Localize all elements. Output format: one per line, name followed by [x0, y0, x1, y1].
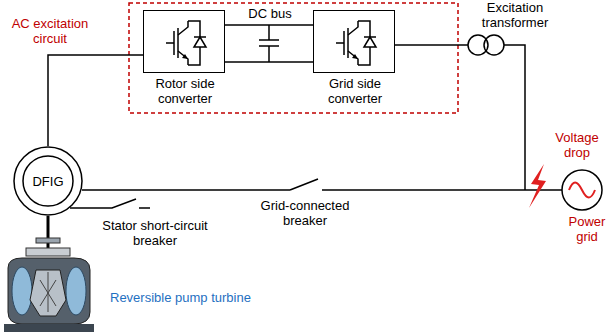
diode-symbol [364, 37, 376, 47]
bus-label: DC bus [240, 6, 300, 21]
igbt-stroke [177, 28, 179, 58]
rotor-ring [23, 156, 73, 206]
igbt-symbol [314, 11, 393, 71]
igbt-symbol [144, 11, 223, 71]
transformer-winding [468, 35, 488, 55]
machine-label: Reversible pump turbine [110, 290, 310, 305]
runner-blades [40, 272, 56, 312]
draft-tube [4, 324, 94, 332]
sine-symbol [569, 183, 595, 198]
component-label: Grid-connected breaker [250, 198, 360, 228]
igbt-stroke [347, 28, 349, 58]
source-label: Power grid [562, 214, 612, 244]
pump-turbine-casing [8, 258, 90, 324]
runner [30, 270, 66, 316]
grid-breaker-wire [82, 179, 562, 190]
stator-breaker-switch [70, 199, 150, 208]
grid-source [562, 170, 602, 210]
igbt-stroke [166, 31, 174, 55]
transformer-winding [484, 35, 504, 55]
igbt-stroke [348, 21, 358, 35]
component-label: Excitation transformer [470, 0, 560, 30]
diode-symbol [194, 37, 206, 47]
wire [504, 45, 525, 190]
lightning-bolt [529, 164, 546, 208]
spiral-case [66, 267, 86, 315]
stator-ring [14, 147, 82, 215]
node-label: DFIG [32, 174, 63, 189]
emitter-arrow [182, 54, 188, 59]
spiral-case [12, 267, 32, 315]
generator-circle: DFIG [13, 146, 83, 216]
component-label: Stator short-circuit breaker [100, 218, 210, 248]
turbine-head [26, 248, 70, 256]
converter-box: Grid side converter [313, 10, 395, 73]
igbt-stroke [336, 31, 344, 55]
node-label: Grid side converter [315, 76, 395, 106]
emitter-arrow [352, 54, 358, 59]
igbt-stroke [178, 51, 188, 65]
wire-connector [225, 24, 313, 26]
node-label: Rotor side converter [145, 76, 225, 106]
coupling-flange [36, 238, 60, 243]
wire [395, 44, 468, 46]
converter-box: Rotor side converter [143, 10, 225, 73]
capacitor-symbol [259, 25, 279, 62]
region-label: AC excitation circuit [4, 16, 96, 46]
wire-connector [48, 55, 143, 146]
igbt-stroke [178, 21, 188, 35]
fault-label: Voltage drop [545, 130, 609, 160]
excitation-region [129, 3, 458, 113]
converter-caption: Rotor side converter [134, 76, 236, 106]
igbt-stroke [348, 51, 358, 65]
converter-caption: Grid side converter [304, 76, 406, 106]
